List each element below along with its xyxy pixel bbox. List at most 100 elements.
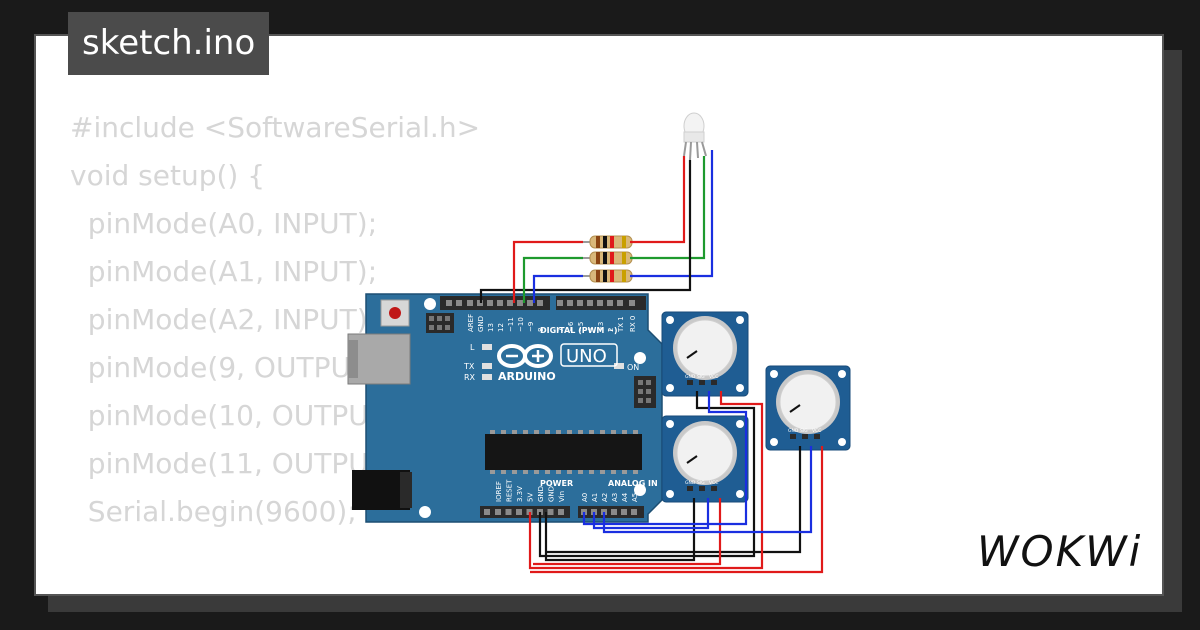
pot-pin[interactable] — [687, 486, 693, 491]
digital-pin-label: AREF — [467, 314, 475, 332]
analog-pin[interactable] — [631, 509, 637, 515]
pot-pin-label: SIG — [697, 480, 705, 486]
power-label: POWER — [540, 479, 573, 488]
chip-pin — [611, 470, 616, 474]
digital-pin[interactable] — [446, 300, 452, 306]
digital-pin[interactable] — [497, 300, 503, 306]
analog-label: ANALOG IN — [608, 479, 658, 488]
resistor-2[interactable] — [578, 251, 640, 265]
code-line: Serial.begin(9600); — [70, 495, 357, 528]
power-pin[interactable] — [516, 509, 522, 515]
analog-pin[interactable] — [621, 509, 627, 515]
digital-pin-label: ~9 — [527, 322, 535, 332]
led-l — [482, 344, 492, 350]
chip-pin — [512, 430, 517, 434]
analog-pin-label: A5 — [631, 493, 639, 502]
pot-pin[interactable] — [790, 434, 796, 439]
pot-pin[interactable] — [699, 486, 705, 491]
power-pin[interactable] — [505, 509, 512, 515]
resistor-3[interactable] — [578, 269, 640, 283]
rgb-led[interactable] — [683, 112, 707, 161]
power-pin[interactable] — [495, 509, 501, 515]
power-pin-label: GND — [548, 486, 556, 502]
chip-pin — [589, 470, 594, 474]
digital-pin[interactable] — [527, 300, 533, 306]
digital-pin[interactable] — [587, 300, 593, 306]
pot-pin-label: VCC — [709, 480, 718, 486]
pot-pin-label: SIG — [800, 428, 808, 434]
power-pin-label: IOREF — [495, 481, 503, 502]
digital-pin[interactable] — [597, 300, 603, 306]
digital-pin[interactable] — [507, 300, 513, 306]
pot-knob[interactable] — [779, 373, 837, 431]
arduino-logo-marks — [506, 350, 544, 362]
digital-pin-label: 2 — [607, 328, 615, 332]
pot-pin-label: GND — [788, 428, 799, 434]
power-pin[interactable] — [484, 509, 490, 515]
pot-pin-label: GND — [685, 480, 696, 486]
power-pin-label: RESET — [506, 479, 514, 502]
chip-pin — [490, 470, 495, 474]
wire-blue-sig-3 — [602, 446, 813, 534]
digital-pin[interactable] — [537, 300, 543, 306]
digital-pin[interactable] — [467, 300, 473, 306]
resistor-band — [603, 252, 607, 264]
icsp-pins — [429, 316, 450, 330]
digital-pin-label: 7 — [557, 328, 565, 332]
power-pin-label: 3.3V — [516, 486, 524, 502]
wire-red-res — [512, 240, 583, 303]
file-tab[interactable]: sketch.ino — [68, 12, 270, 75]
power-pin[interactable] — [558, 509, 564, 515]
pot-mounting-hole — [736, 384, 744, 392]
code-line: void setup() { — [70, 159, 266, 192]
arduino-logo-icon — [497, 344, 553, 368]
digital-pin[interactable] — [617, 300, 623, 306]
digital-label: DIGITAL (PWM ~) — [540, 326, 618, 335]
pot-pin[interactable] — [711, 486, 717, 491]
chip-pin — [600, 470, 605, 474]
chip-pin — [523, 430, 528, 434]
power-pin[interactable] — [547, 509, 554, 515]
pot-knob[interactable] — [676, 424, 734, 482]
led-rx — [482, 374, 492, 380]
pot-mounting-hole — [838, 370, 846, 378]
pot-pin[interactable] — [699, 380, 705, 385]
resistor-band — [610, 270, 614, 282]
pot-pin[interactable] — [711, 380, 717, 385]
pot-pin[interactable] — [802, 434, 808, 439]
mounting-hole — [424, 298, 436, 310]
analog-pin[interactable] — [611, 509, 617, 515]
digital-pin[interactable] — [567, 300, 573, 306]
digital-pin[interactable] — [629, 300, 635, 306]
wire-blue-res — [532, 274, 583, 303]
chip-pin — [567, 430, 572, 434]
atmega-chip — [485, 434, 642, 470]
digital-pin[interactable] — [557, 300, 563, 306]
code-line: pinMode(A1, INPUT); — [70, 255, 378, 288]
digital-pin[interactable] — [456, 300, 462, 306]
led-on-label: ON — [627, 363, 639, 372]
pot-pin-label: GND — [685, 374, 696, 380]
wire-red-5v-1 — [528, 391, 764, 570]
pot-pin[interactable] — [687, 380, 693, 385]
digital-pin-label: TX 1 — [617, 316, 625, 333]
digital-pin[interactable] — [577, 300, 583, 306]
pot-knob-indicator — [686, 350, 698, 359]
pot-knob[interactable] — [676, 319, 734, 377]
chip-pin — [512, 470, 517, 474]
digital-pin[interactable] — [517, 300, 523, 306]
digital-pin[interactable] — [487, 300, 493, 306]
reset-button-cap[interactable] — [389, 307, 401, 319]
digital-pin[interactable] — [607, 300, 613, 306]
pot-mounting-hole — [666, 384, 674, 392]
code-line: #include <SoftwareSerial.h> — [70, 111, 481, 144]
code-line: } — [70, 584, 480, 594]
power-pin-label: Vin — [558, 491, 566, 502]
pot-pin[interactable] — [814, 434, 820, 439]
pot-mounting-hole — [770, 370, 778, 378]
